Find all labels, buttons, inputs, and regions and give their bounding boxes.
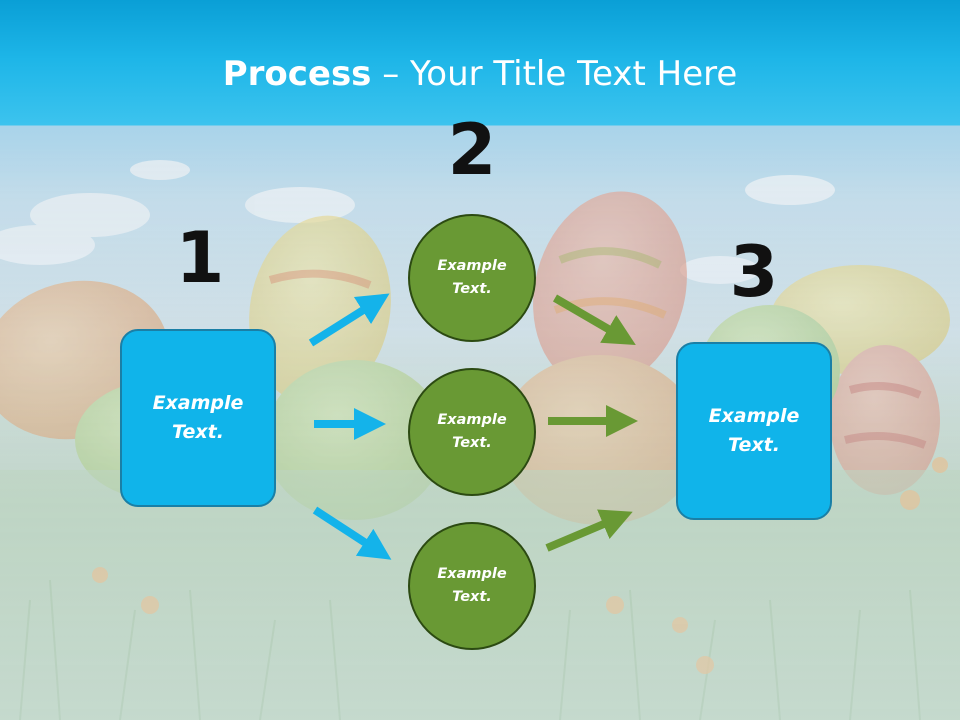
step-3-box-line-2: Text. (728, 434, 780, 456)
slide-title: Process – Your Title Text Here (0, 52, 960, 96)
step-number-1: 1 (175, 217, 225, 299)
step-2-circle-bottom: Example Text. (408, 522, 536, 650)
step-1-box-line-1: Example (152, 392, 244, 414)
green-arrow-up (545, 509, 633, 552)
step-3-box: Example Text. (676, 342, 832, 520)
title-bold: Process (222, 54, 372, 94)
title-rest: – Your Title Text Here (371, 54, 738, 94)
step-3-box-line-1: Example (708, 405, 800, 427)
step-2-circle-top: Example Text. (408, 214, 536, 342)
circle-middle-line-2: Text. (452, 435, 492, 451)
step-number-3: 3 (729, 231, 779, 313)
step-1-box: Example Text. (120, 329, 276, 507)
blue-arrow-up (308, 293, 390, 347)
green-arrow-down (552, 294, 636, 346)
circle-bottom-line-1: Example (437, 566, 507, 582)
step-1-box-line-2: Text. (172, 421, 224, 443)
circle-top-line-1: Example (437, 258, 507, 274)
circle-top-line-2: Text. (452, 281, 492, 297)
circle-middle-line-1: Example (437, 412, 507, 428)
blue-arrow-down (312, 506, 392, 560)
circle-bottom-line-2: Text. (452, 589, 492, 605)
step-2-circle-middle: Example Text. (408, 368, 536, 496)
title-bar: Process – Your Title Text Here (0, 0, 960, 128)
step-number-2: 2 (447, 109, 497, 191)
